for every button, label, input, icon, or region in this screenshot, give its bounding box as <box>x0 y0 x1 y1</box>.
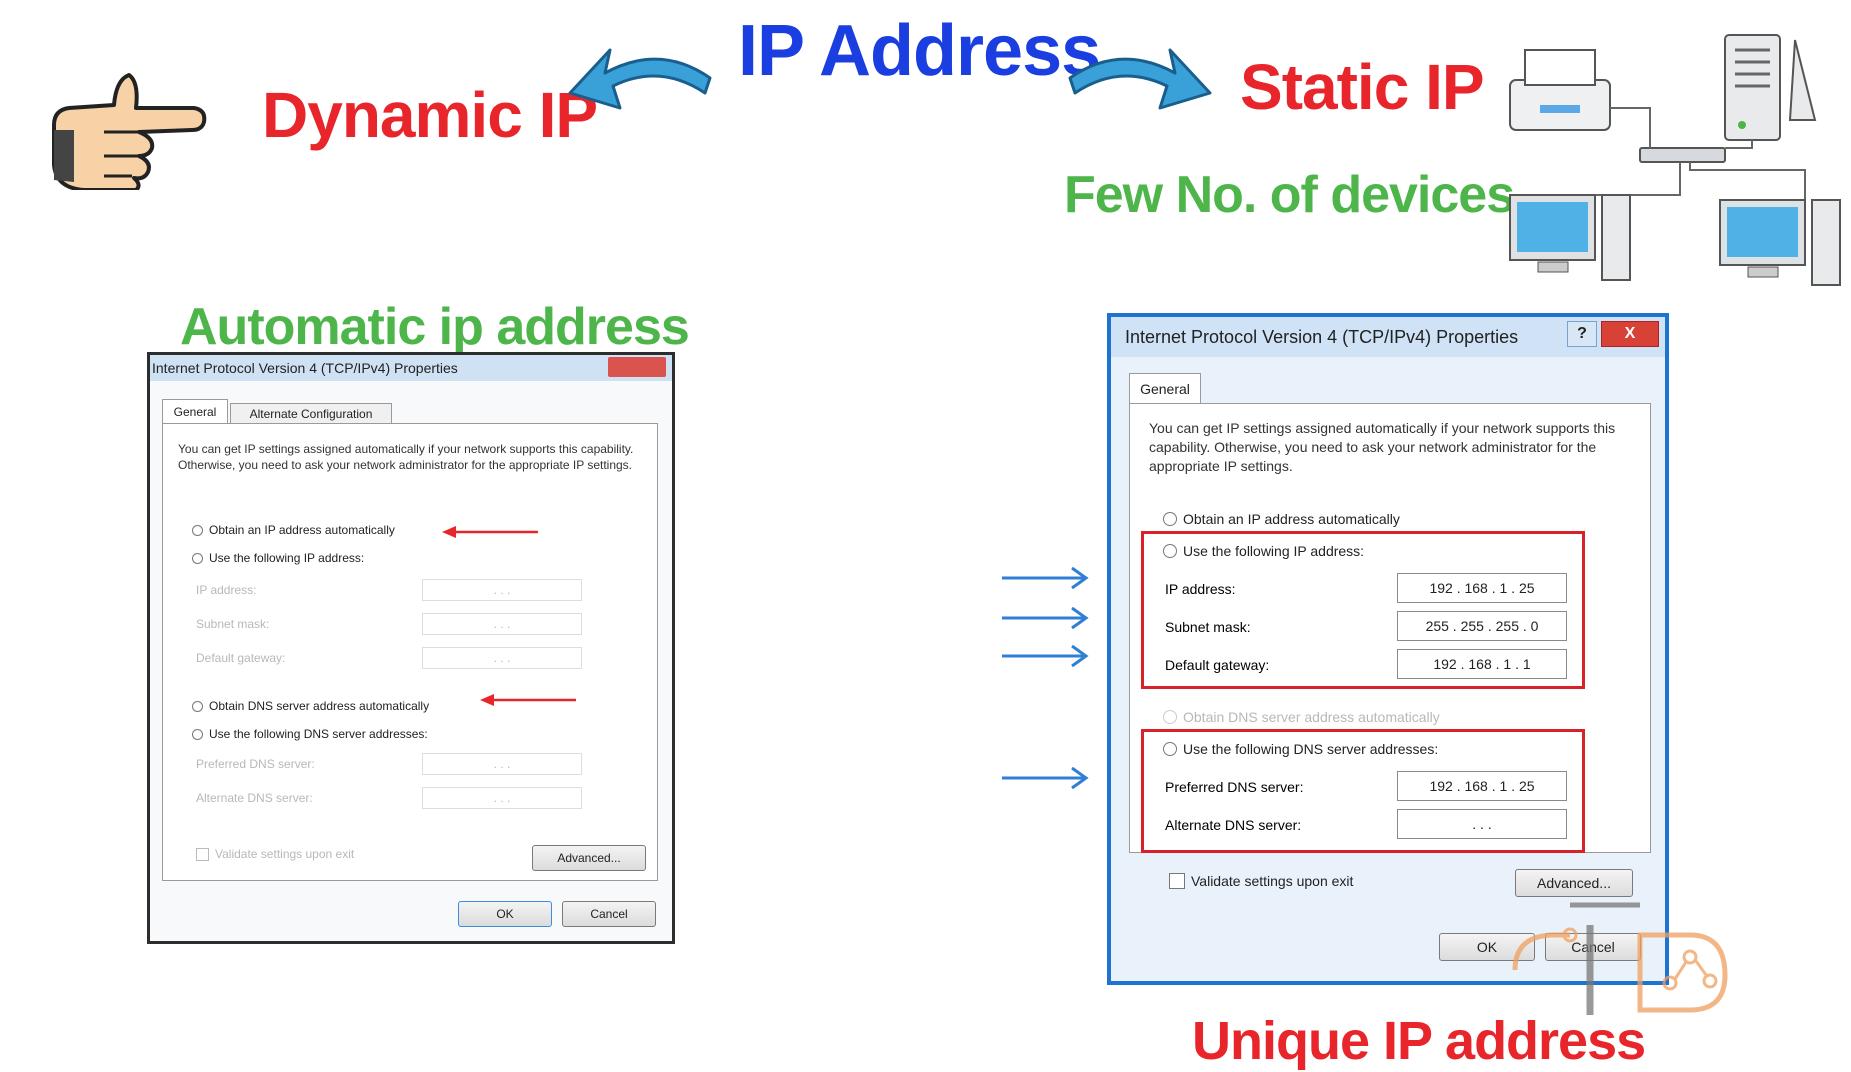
blue-pointer-arrow-icon <box>1002 766 1089 790</box>
few-devices-label: Few No. of devices <box>1064 166 1515 224</box>
default-gateway-field[interactable]: . . . <box>422 647 582 669</box>
radio-manual-ip[interactable] <box>192 552 203 564</box>
alternate-dns-field[interactable]: . . . <box>422 787 582 809</box>
validate-checkbox[interactable] <box>1169 873 1185 889</box>
help-button[interactable]: ? <box>1567 321 1597 347</box>
alternate-dns-label: Alternate DNS server: <box>1165 817 1302 833</box>
network-switch-icon <box>1639 147 1726 163</box>
pointing-hand-icon <box>52 73 207 190</box>
opt-manual-ip[interactable]: Use the following IP address: <box>1163 543 1364 559</box>
opt-auto-dns-label: Obtain DNS server address automatically <box>1183 709 1440 725</box>
description-text: You can get IP settings assigned automat… <box>178 442 634 473</box>
opt-auto-ip[interactable]: Obtain an IP address automatically <box>1163 511 1400 527</box>
printer-icon <box>1509 49 1611 131</box>
desktop-computer-icon <box>1719 199 1841 286</box>
description-text: You can get IP settings assigned automat… <box>1149 420 1616 474</box>
preferred-dns-label: Preferred DNS server: <box>1165 779 1304 795</box>
opt-auto-dns-label: Obtain DNS server address automatically <box>209 699 430 713</box>
validate-checkbox[interactable] <box>196 847 209 861</box>
red-pointer-arrow-icon <box>442 526 538 538</box>
alternate-dns-field[interactable]: . . . <box>1397 809 1567 839</box>
blue-pointer-arrow-icon <box>1002 606 1089 630</box>
curved-arrow-left-icon <box>568 48 712 110</box>
radio-auto-ip[interactable] <box>1163 512 1177 526</box>
subnet-mask-label: Subnet mask: <box>1165 619 1251 635</box>
close-button[interactable]: X <box>1601 321 1659 347</box>
ip-address-field[interactable]: 192 . 168 . 1 . 25 <box>1397 573 1567 603</box>
unique-ip-caption: Unique IP address <box>1192 1011 1646 1071</box>
close-button[interactable] <box>608 357 666 377</box>
tab-alternate-configuration[interactable]: Alternate Configuration <box>230 403 392 424</box>
cancel-button[interactable]: Cancel <box>562 901 656 927</box>
opt-auto-dns[interactable]: Obtain DNS server address automatically <box>192 699 429 713</box>
automatic-ip-caption: Automatic ip address <box>180 298 690 356</box>
subnet-mask-label: Subnet mask: <box>196 617 270 631</box>
opt-auto-ip-label: Obtain an IP address automatically <box>209 523 395 537</box>
subnet-mask-field[interactable]: 255 . 255 . 255 . 0 <box>1397 611 1567 641</box>
tab-general[interactable]: General <box>1129 373 1201 404</box>
server-tower-icon <box>1724 34 1817 141</box>
left-ipv4-properties-dialog: Internet Protocol Version 4 (TCP/IPv4) P… <box>147 352 675 944</box>
opt-manual-dns[interactable]: Use the following DNS server addresses: <box>192 727 428 741</box>
right-ipv4-properties-dialog: Internet Protocol Version 4 (TCP/IPv4) P… <box>1107 313 1669 985</box>
ip-address-field[interactable]: . . . <box>422 579 582 601</box>
desktop-computer-icon <box>1509 194 1631 281</box>
radio-auto-dns[interactable] <box>192 700 203 712</box>
radio-manual-dns[interactable] <box>1163 742 1177 756</box>
validate-label: Validate settings upon exit <box>1191 873 1354 889</box>
manual-dns-highlight <box>1141 729 1585 853</box>
tab-general[interactable]: General <box>162 399 228 424</box>
curved-arrow-right-icon <box>1068 48 1212 110</box>
opt-manual-ip-label: Use the following IP address: <box>1183 543 1365 559</box>
advanced-button[interactable]: Advanced... <box>532 845 646 871</box>
preferred-dns-field[interactable]: . . . <box>422 753 582 775</box>
blue-pointer-arrow-icon <box>1002 566 1089 590</box>
dynamic-ip-label: Dynamic IP <box>262 79 598 151</box>
radio-manual-ip[interactable] <box>1163 544 1177 558</box>
validate-settings[interactable]: Validate settings upon exit <box>196 847 354 861</box>
blue-pointer-arrow-icon <box>1002 644 1089 668</box>
manual-ip-highlight <box>1141 531 1585 689</box>
preferred-dns-label: Preferred DNS server: <box>196 757 315 771</box>
ip-address-label: IP address: <box>1165 581 1236 597</box>
advanced-button[interactable]: Advanced... <box>1515 869 1633 897</box>
opt-manual-dns-label: Use the following DNS server addresses: <box>1183 741 1439 757</box>
network-diagram <box>1509 34 1841 286</box>
opt-manual-ip-label: Use the following IP address: <box>209 551 365 565</box>
radio-manual-dns[interactable] <box>192 728 203 740</box>
main-title: IP Address <box>738 11 1101 91</box>
dialog-title: Internet Protocol Version 4 (TCP/IPv4) P… <box>150 355 672 381</box>
opt-manual-dns-label: Use the following DNS server addresses: <box>209 727 428 741</box>
opt-manual-ip[interactable]: Use the following IP address: <box>192 551 364 565</box>
radio-auto-ip[interactable] <box>192 524 203 536</box>
opt-manual-dns[interactable]: Use the following DNS server addresses: <box>1163 741 1438 757</box>
ok-button[interactable]: OK <box>458 901 552 927</box>
radio-auto-dns[interactable] <box>1163 710 1177 724</box>
preferred-dns-field[interactable]: 192 . 168 . 1 . 25 <box>1397 771 1567 801</box>
watermark-logo-icon <box>1512 902 1728 1015</box>
default-gateway-field[interactable]: 192 . 168 . 1 . 1 <box>1397 649 1567 679</box>
opt-auto-ip-label: Obtain an IP address automatically <box>1183 511 1400 527</box>
default-gateway-label: Default gateway: <box>196 651 286 665</box>
subnet-mask-field[interactable]: . . . <box>422 613 582 635</box>
static-ip-label: Static IP <box>1240 51 1485 123</box>
alternate-dns-label: Alternate DNS server: <box>196 791 313 805</box>
opt-auto-ip[interactable]: Obtain an IP address automatically <box>192 523 395 537</box>
red-pointer-arrow-icon <box>480 694 576 706</box>
default-gateway-label: Default gateway: <box>1165 657 1270 673</box>
validate-settings[interactable]: Validate settings upon exit <box>1169 873 1353 889</box>
ip-address-label: IP address: <box>196 583 257 597</box>
opt-auto-dns[interactable]: Obtain DNS server address automatically <box>1163 709 1440 725</box>
validate-label: Validate settings upon exit <box>215 847 355 861</box>
